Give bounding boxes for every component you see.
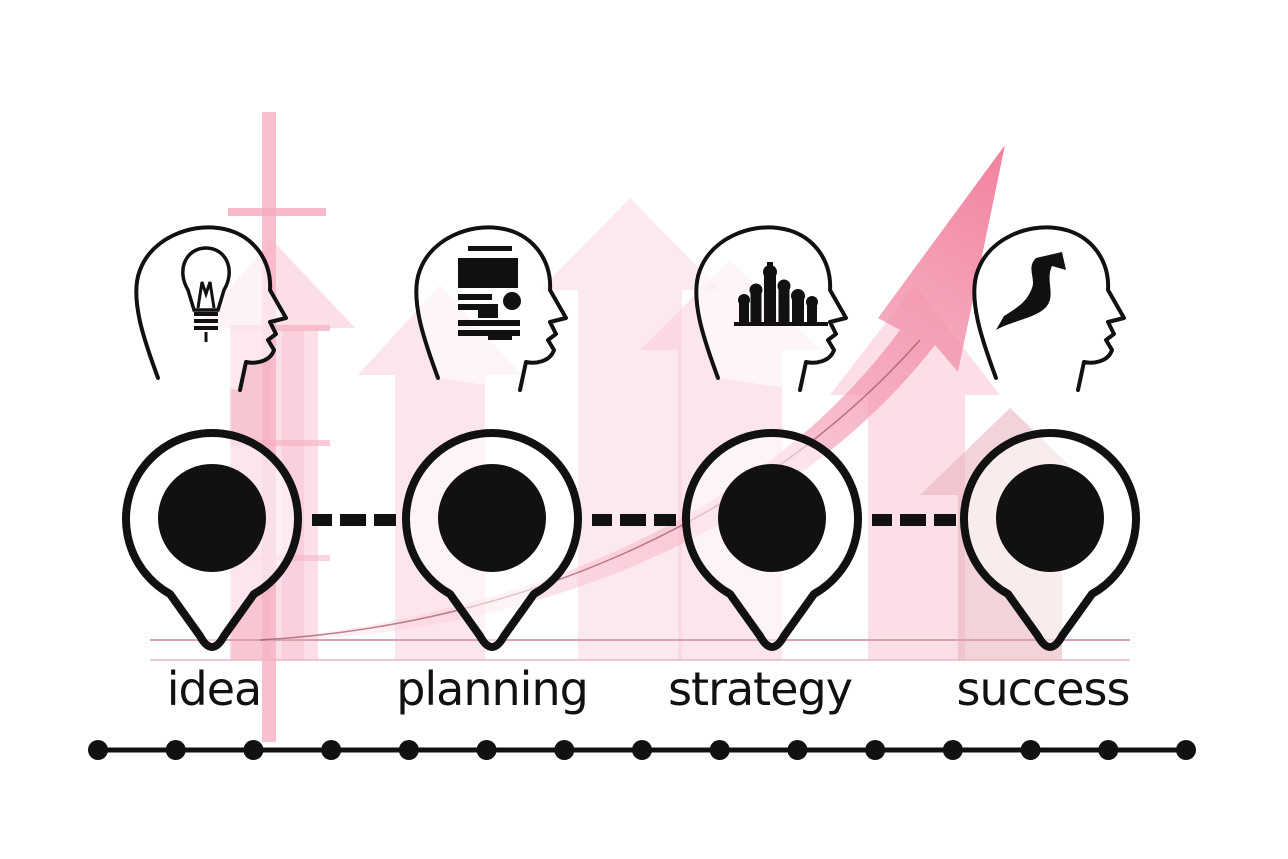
marker-dot (718, 464, 826, 572)
connector-dashes (312, 514, 956, 526)
timeline-dot (709, 740, 730, 760)
sweeping-arrow-edge (259, 339, 921, 641)
pink-tick (230, 325, 330, 331)
connector-dash (620, 514, 646, 526)
step-marker (402, 429, 582, 651)
connector-dash (900, 514, 926, 526)
connector-dash (592, 514, 612, 526)
marker-dot (438, 464, 546, 572)
connector-dash (654, 514, 676, 526)
timeline-dot (554, 740, 575, 760)
marker-dot (996, 464, 1104, 572)
timeline-dot (1176, 740, 1196, 760)
background-decoration (150, 112, 1130, 742)
step-idea: idea (122, 225, 302, 716)
timeline-dot (787, 740, 808, 760)
timeline-dot (865, 740, 886, 760)
timeline-dot (398, 740, 419, 760)
timeline-dot (243, 740, 264, 760)
step-planning: planning (396, 225, 589, 716)
chess-pieces-icon (734, 262, 828, 326)
connector-dash (312, 514, 332, 526)
connector-dash (374, 514, 396, 526)
lightbulb-icon (181, 246, 231, 342)
timeline (88, 740, 1196, 760)
timeline-dot (88, 740, 108, 760)
sweeping-arrow (260, 145, 1005, 640)
timeline-dot (476, 740, 497, 760)
pink-tick (230, 440, 330, 446)
document-icon (458, 246, 521, 340)
connector-dash (872, 514, 892, 526)
timeline-dot (1020, 740, 1041, 760)
step-label: success (957, 662, 1130, 716)
step-success: success (957, 225, 1140, 716)
step-label: strategy (668, 662, 852, 716)
step-label: idea (167, 662, 261, 716)
marker-dot (158, 464, 266, 572)
timeline-dot (942, 740, 963, 760)
step-marker (960, 429, 1140, 651)
pink-tick (228, 208, 326, 216)
timeline-dot (165, 740, 186, 760)
step-marker (682, 429, 862, 651)
step-label: planning (396, 662, 588, 716)
connector-dash (340, 514, 366, 526)
tie-icon (996, 252, 1066, 330)
timeline-dot (1098, 740, 1119, 760)
connector-dash (934, 514, 956, 526)
step-strategy: strategy (668, 225, 862, 716)
steps-layer: idea planning strategy success (122, 225, 1140, 716)
timeline-dot (321, 740, 342, 760)
step-marker (122, 429, 302, 651)
timeline-dot (632, 740, 652, 760)
head-outline (972, 225, 1126, 392)
